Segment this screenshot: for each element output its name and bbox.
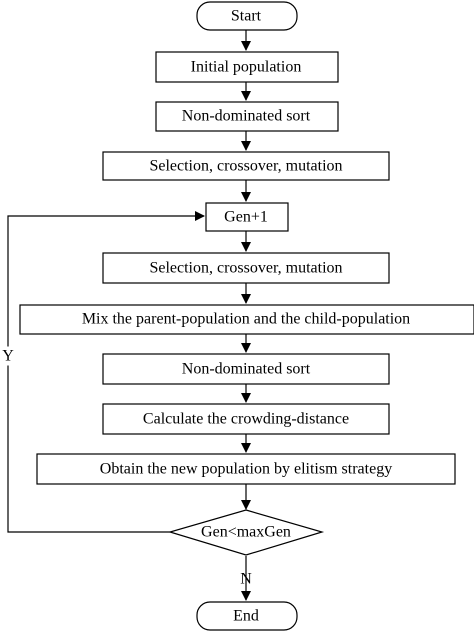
- end-label: End: [233, 608, 259, 625]
- edge-decision-loop-back: [7, 211, 205, 533]
- mix-populations-box: [19, 304, 474, 335]
- crowding-distance-box: [102, 403, 390, 435]
- elitism-label: Obtain the new population by elitism str…: [100, 461, 392, 478]
- yes-label-mask: [0, 346, 17, 366]
- selection-label-2: Selection, crossover, mutation: [149, 260, 342, 277]
- nondominated-sort-label-1: Non-dominated sort: [182, 108, 311, 125]
- end-terminal: [196, 601, 298, 631]
- decision-diamond: [167, 509, 325, 556]
- yes-edge-label: Y: [2, 348, 14, 365]
- start-terminal: [196, 1, 298, 31]
- nondominated-sort-label-2: Non-dominated sort: [182, 361, 311, 378]
- no-edge-label: N: [240, 571, 252, 588]
- selection-label-1: Selection, crossover, mutation: [149, 158, 342, 175]
- initial-population-label: Initial population: [191, 59, 302, 76]
- crowding-distance-label: Calculate the crowding-distance: [143, 411, 349, 428]
- decision-label: Gen<maxGen: [201, 524, 291, 541]
- nondominated-sort-box-2: [102, 353, 390, 385]
- selection-box-1: [102, 151, 390, 181]
- mix-populations-label: Mix the parent-population and the child-…: [82, 311, 410, 328]
- gen-increment-box: [205, 202, 289, 232]
- gen-increment-label: Gen+1: [224, 209, 268, 226]
- nondominated-sort-box-1: [155, 101, 339, 132]
- selection-box-2: [102, 252, 390, 284]
- start-label: Start: [231, 8, 262, 25]
- initial-population-box: [155, 51, 339, 83]
- elitism-box: [36, 453, 456, 485]
